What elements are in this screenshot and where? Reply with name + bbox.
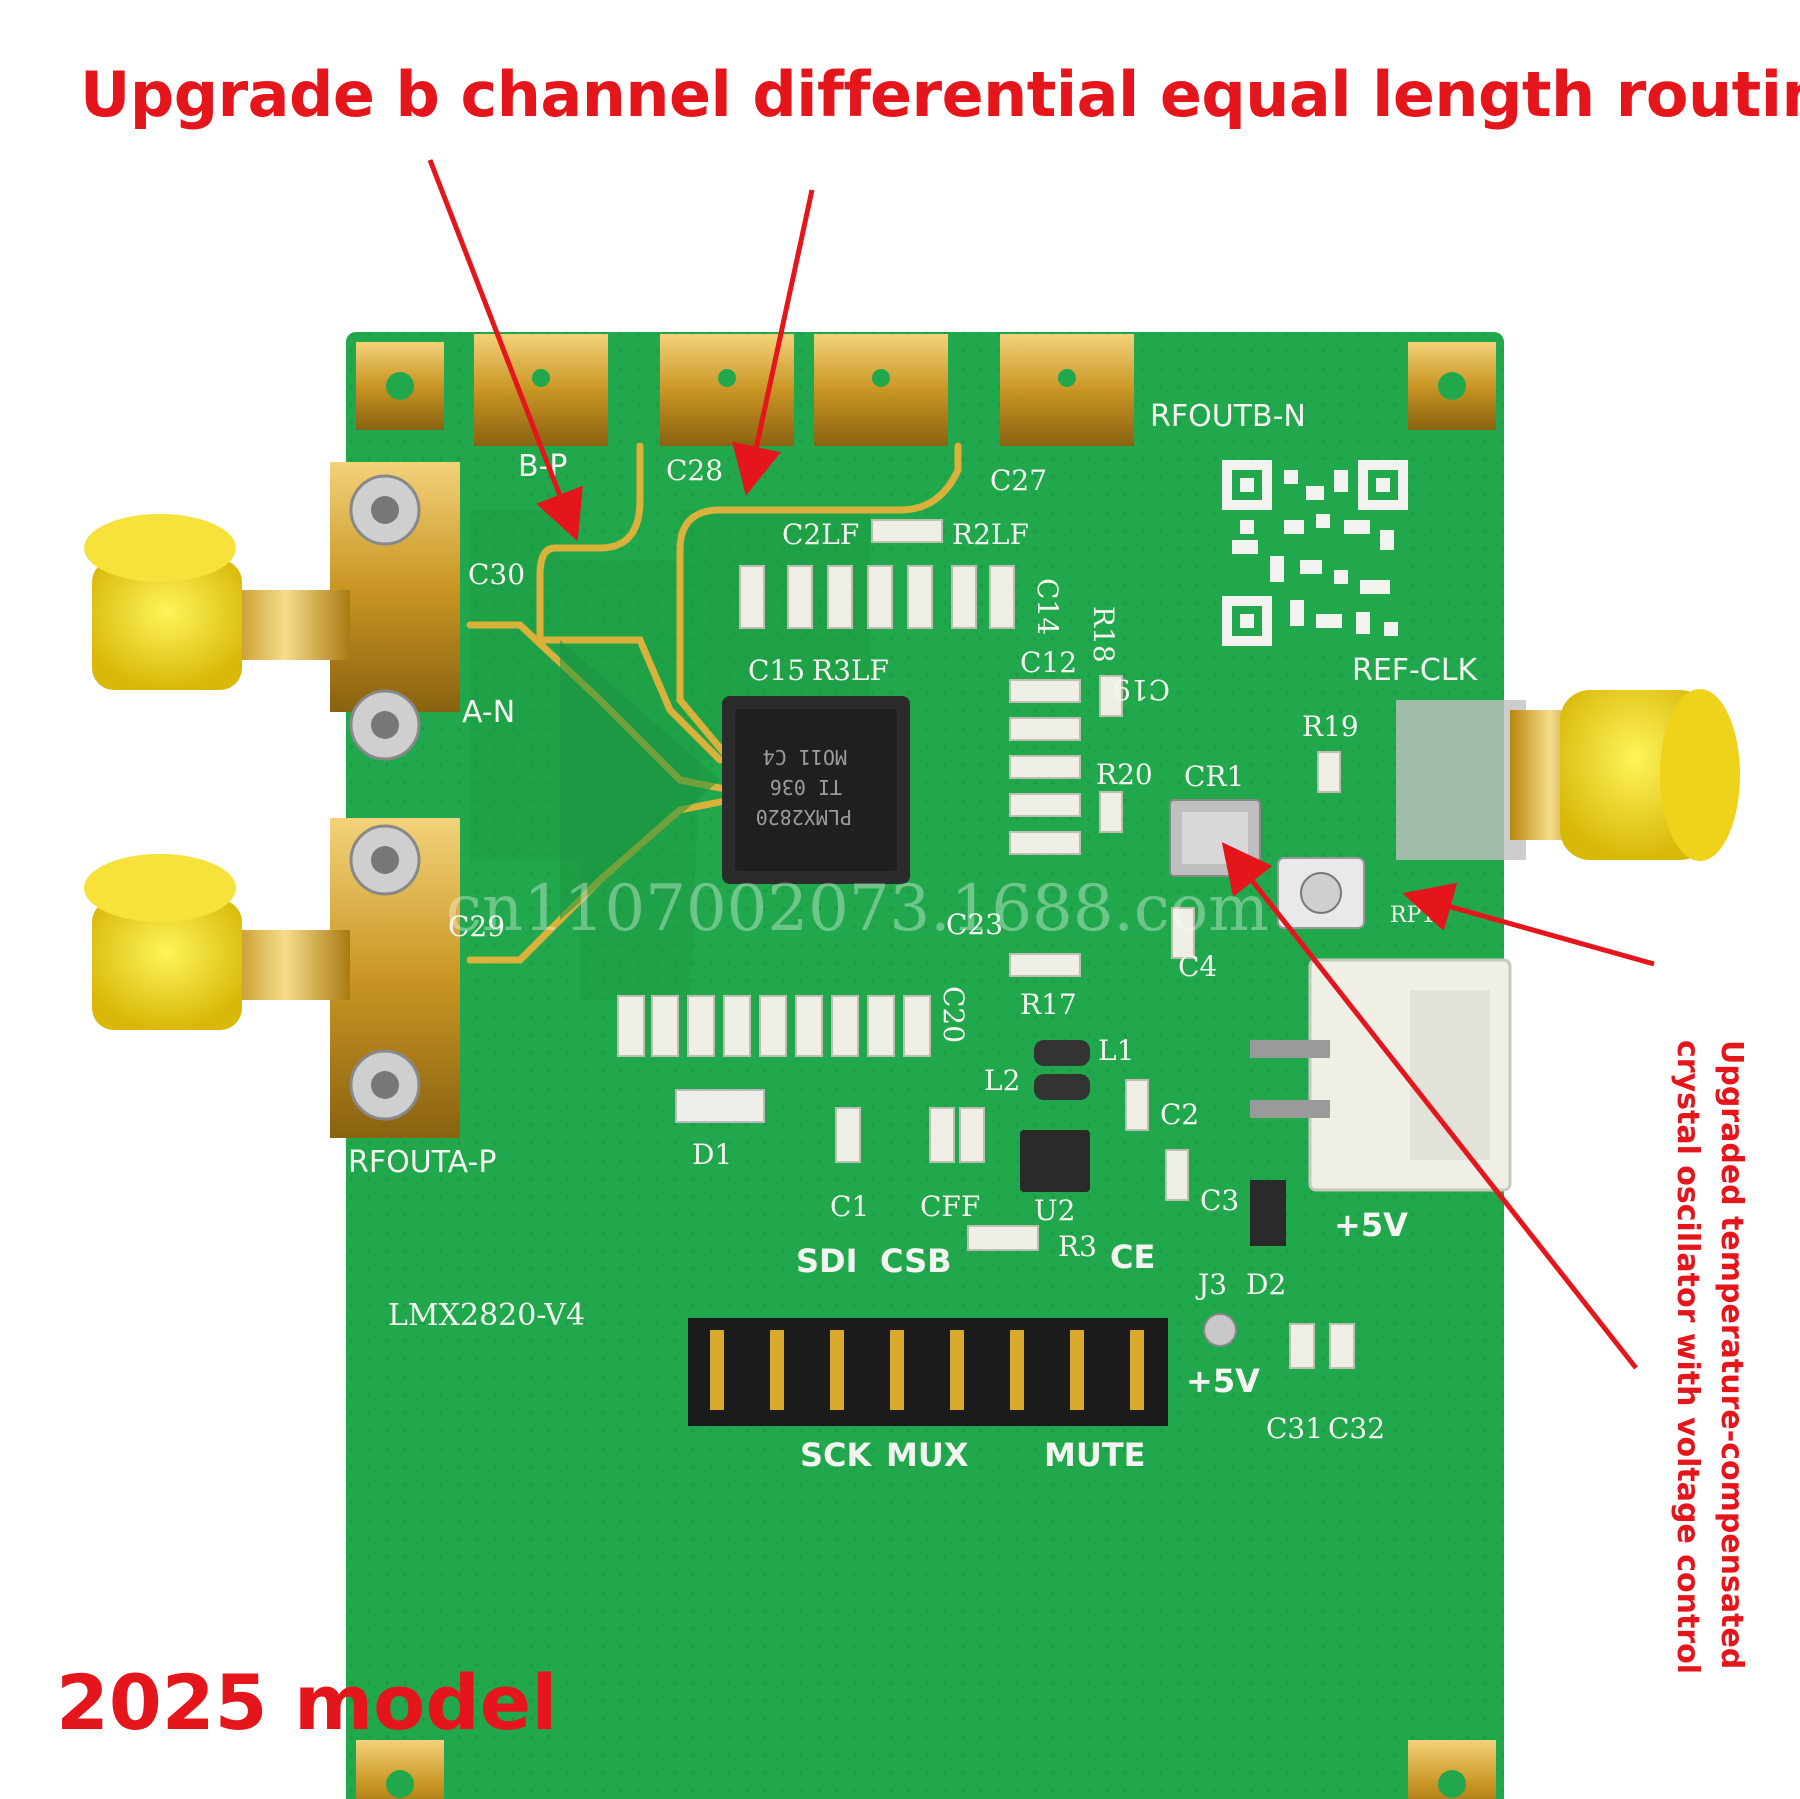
label-cff: CFF bbox=[920, 1190, 980, 1223]
label-ref-clk: REF-CLK bbox=[1352, 653, 1479, 688]
sma-connector-ref-clk bbox=[1396, 689, 1740, 861]
crystal-oscillator-cr1 bbox=[1169, 799, 1261, 877]
label-rp1: RP1 bbox=[1390, 903, 1435, 928]
label-c23: C23 bbox=[946, 908, 1003, 941]
label-r19: R19 bbox=[1302, 710, 1359, 743]
label-pin-ce: CE bbox=[1110, 1238, 1155, 1276]
chip-u1 bbox=[722, 696, 910, 884]
side-annotation-line-1: Upgraded temperature-compensated bbox=[1714, 1040, 1749, 1670]
label-c19: C19 bbox=[1113, 673, 1170, 706]
label-c28: C28 bbox=[666, 454, 723, 487]
label-c31: C31 bbox=[1266, 1412, 1323, 1445]
chip-marking-2: TI 036 bbox=[770, 775, 842, 799]
label-a-n: A-N bbox=[462, 695, 515, 730]
chip-marking-1: PLMX2820 bbox=[756, 805, 852, 829]
label-c4: C4 bbox=[1178, 950, 1217, 983]
label-c27: C27 bbox=[990, 464, 1047, 497]
label-l2: L2 bbox=[984, 1064, 1020, 1097]
label-c2: C2 bbox=[1160, 1098, 1199, 1131]
label-c20: C20 bbox=[937, 986, 970, 1043]
label-cr1: CR1 bbox=[1184, 760, 1244, 793]
label-c3: C3 bbox=[1200, 1184, 1239, 1217]
label-d1: D1 bbox=[692, 1138, 732, 1171]
label-pin-csb: CSB bbox=[880, 1242, 952, 1280]
label-r2lf: R2LF bbox=[952, 518, 1029, 551]
label-pin-power: +5V bbox=[1186, 1362, 1260, 1400]
annotation-arrows bbox=[427, 159, 1655, 1370]
test-point-j3 bbox=[1203, 1313, 1237, 1347]
trimmer-rp1 bbox=[1277, 857, 1365, 929]
label-pin-mute: MUTE bbox=[1044, 1436, 1146, 1474]
label-c14: C14 bbox=[1031, 578, 1064, 635]
label-r3lf: R3LF bbox=[812, 654, 889, 687]
sma-connector-a-n bbox=[84, 462, 460, 761]
label-j3: J3 bbox=[1195, 1268, 1227, 1301]
label-c15: C15 bbox=[748, 654, 805, 687]
label-c30: C30 bbox=[468, 558, 525, 591]
side-annotation: Upgraded temperature-compensated crystal… bbox=[1665, 1040, 1753, 1674]
smd-components bbox=[617, 519, 1355, 1369]
chip-u2 bbox=[1020, 1130, 1090, 1192]
label-r3: R3 bbox=[1058, 1230, 1097, 1263]
label-rfoutb-n: RFOUTB-N bbox=[1150, 399, 1306, 434]
watermark: cn1107002073.1688.com bbox=[446, 872, 1269, 946]
label-jst-power: +5V bbox=[1334, 1206, 1408, 1244]
model-label: 2025 model bbox=[56, 1658, 558, 1747]
diode-d2 bbox=[1250, 1180, 1286, 1246]
qr-code bbox=[1222, 460, 1408, 646]
label-r20: R20 bbox=[1096, 758, 1153, 791]
label-r17: R17 bbox=[1020, 988, 1077, 1021]
label-c12: C12 bbox=[1020, 646, 1077, 679]
top-pads bbox=[356, 334, 1496, 1799]
label-c29: C29 bbox=[448, 910, 505, 943]
label-pin-mux: MUX bbox=[886, 1436, 969, 1474]
label-d2: D2 bbox=[1246, 1268, 1286, 1301]
label-pin-sck: SCK bbox=[800, 1436, 873, 1474]
chip-marking-3: MO11 C4 bbox=[763, 745, 847, 769]
label-c32: C32 bbox=[1328, 1412, 1385, 1445]
label-board-name: LMX2820-V4 bbox=[388, 1298, 585, 1333]
label-u2: U2 bbox=[1034, 1194, 1075, 1227]
side-annotation-line-2: crystal oscillator with voltage control bbox=[1670, 1040, 1705, 1675]
led-d1 bbox=[675, 1089, 765, 1123]
pin-header bbox=[688, 1318, 1168, 1426]
label-r18: R18 bbox=[1087, 606, 1120, 663]
headline-annotation: Upgrade b channel differential equal len… bbox=[80, 58, 1800, 131]
label-rfouta-p: RFOUTA-P bbox=[348, 1145, 496, 1180]
label-pin-sdi: SDI bbox=[796, 1242, 858, 1280]
label-l1: L1 bbox=[1098, 1034, 1134, 1067]
label-c1: C1 bbox=[830, 1190, 869, 1223]
label-c2lf: C2LF bbox=[782, 518, 859, 551]
sma-connector-a-p bbox=[84, 818, 460, 1138]
